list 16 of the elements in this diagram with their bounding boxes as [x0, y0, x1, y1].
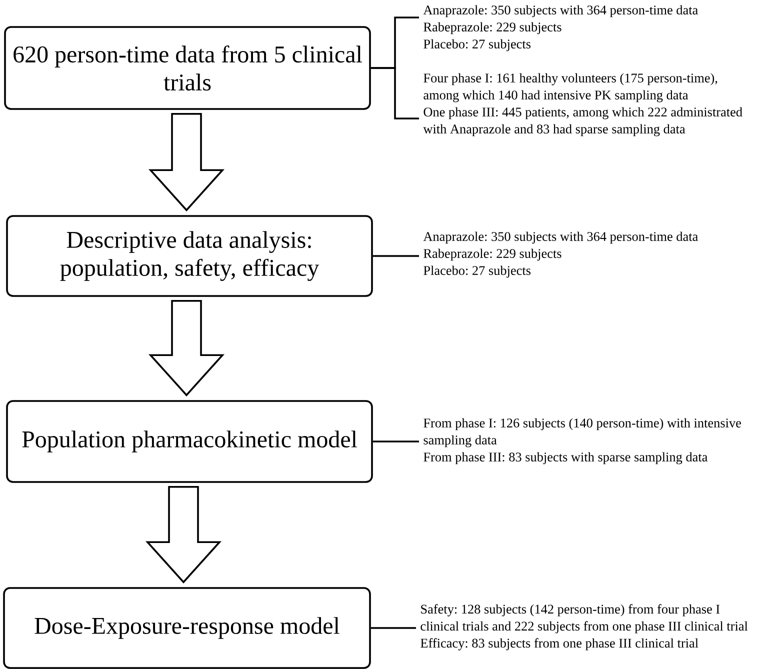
note-text: Anaprazole: 350 subjects with 364 person-time data Rabeprazole: 229 subjects Placebo: 27 subjects	[423, 232, 698, 278]
process-box: Descriptive data analysis: population, safety, efficacy	[6, 215, 373, 297]
process-box: Dose-Exposure-response model	[3, 587, 371, 669]
process-box: Population pharmacokinetic model	[6, 400, 373, 483]
note-text: Anaprazole: 350 subjects with 364 person-time data Rabeprazole: 229 subjects Placebo: 27 subjects	[423, 5, 698, 52]
block-arrow	[148, 113, 225, 212]
connector-line	[370, 67, 419, 120]
process-box: 620 person-time data from 5 clinical trials	[4, 26, 371, 110]
block-arrow	[145, 486, 222, 584]
note-text: From phase I: 126 subjects (140 person-time) with intensive sampling data From phase III: 83 subjects with sparse sampling data	[424, 418, 741, 464]
note-text: Safety: 128 subjects (142 person-time) from four phase I clinical trials and 222 subjects from one phase III clinical trial Efficacy: 83 subjects from one phase III clinical trial	[420, 604, 748, 650]
block-arrow	[148, 300, 225, 396]
connector-line	[370, 627, 416, 629]
connector-line	[372, 255, 419, 257]
note-text: Four phase I: 161 healthy volunteers (175 person-time), among which 140 had intensive PK sampling data One phase III: 445 patients, among which 222 administrated with Anaprazole and 83 had sparse sampling data	[423, 73, 742, 136]
connector-line	[372, 440, 419, 442]
